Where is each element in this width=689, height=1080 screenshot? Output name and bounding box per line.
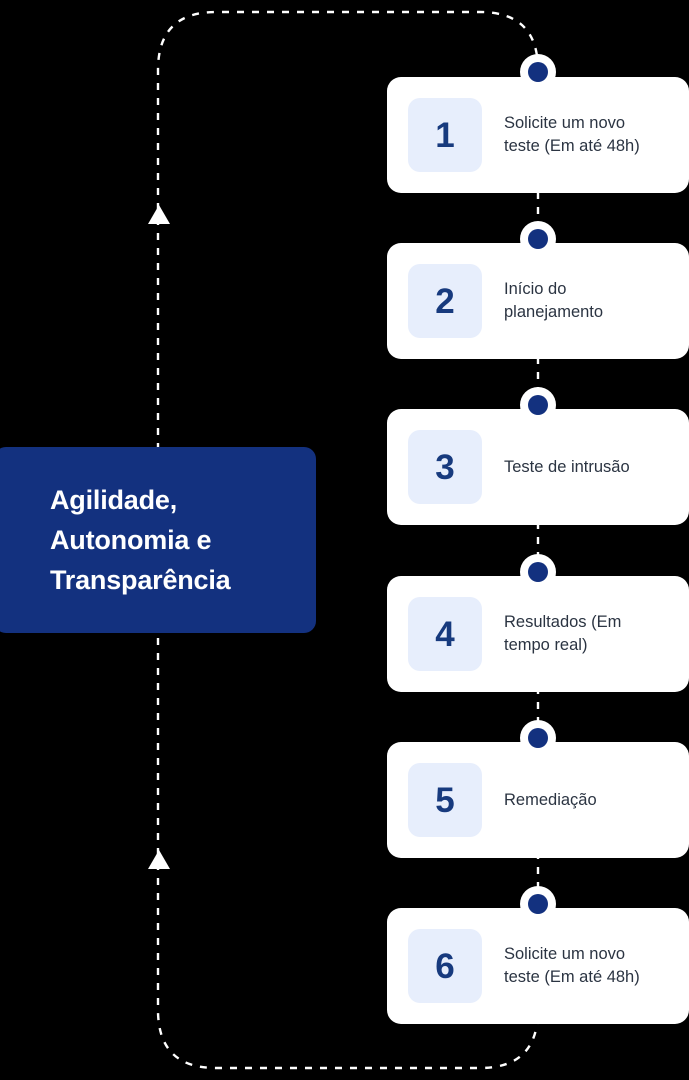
step-label-2: Início do planejamento — [504, 280, 604, 321]
step-number-1: 1 — [435, 115, 455, 155]
step-label-4: Resultados (Em tempo real) — [504, 613, 622, 654]
step-badge-3: 3 — [408, 430, 482, 504]
step-dot-inner-5 — [528, 728, 548, 748]
flow-arrow-up-icon-top — [148, 205, 170, 224]
step-dot-2 — [520, 221, 556, 257]
step-dot-inner-3 — [528, 395, 548, 415]
step-badge-4: 4 — [408, 597, 482, 671]
step-dot-inner-1 — [528, 62, 548, 82]
step-dot-inner-2 — [528, 229, 548, 249]
step-dot-4 — [520, 554, 556, 590]
highlight-callout: Agilidade, Autonomia e Transparência — [0, 447, 316, 633]
step-number-3: 3 — [435, 447, 455, 487]
step-dot-1 — [520, 54, 556, 90]
step-number-2: 2 — [435, 281, 455, 321]
step-dot-inner-4 — [528, 562, 548, 582]
step-dot-5 — [520, 720, 556, 756]
step-label-6: Solicite um novo teste (Em até 48h) — [504, 945, 640, 986]
step-card-6[interactable]: 6 Solicite um novo teste (Em até 48h) — [387, 908, 689, 1024]
step-card-4[interactable]: 4 Resultados (Em tempo real) — [387, 576, 689, 692]
step-badge-1: 1 — [408, 98, 482, 172]
step-dot-6 — [520, 886, 556, 922]
step-number-6: 6 — [435, 946, 455, 986]
step-card-2[interactable]: 2 Início do planejamento — [387, 243, 689, 359]
step-label-5: Remediação — [504, 790, 597, 809]
step-card-5[interactable]: 5 Remediação — [387, 742, 689, 858]
step-number-5: 5 — [435, 780, 455, 820]
step-label-1: Solicite um novo teste (Em até 48h) — [504, 114, 640, 155]
step-dot-inner-6 — [528, 894, 548, 914]
step-card-3[interactable]: 3 Teste de intrusão — [387, 409, 689, 525]
highlight-callout-text: Agilidade, Autonomia e Transparência — [50, 485, 231, 595]
step-badge-2: 2 — [408, 264, 482, 338]
step-label-3: Teste de intrusão — [504, 457, 630, 476]
step-card-1[interactable]: 1 Solicite um novo teste (Em até 48h) — [387, 77, 689, 193]
step-dot-3 — [520, 387, 556, 423]
step-badge-5: 5 — [408, 763, 482, 837]
flow-arrow-up-icon-bottom — [148, 850, 170, 869]
step-badge-6: 6 — [408, 929, 482, 1003]
step-number-4: 4 — [435, 614, 455, 654]
